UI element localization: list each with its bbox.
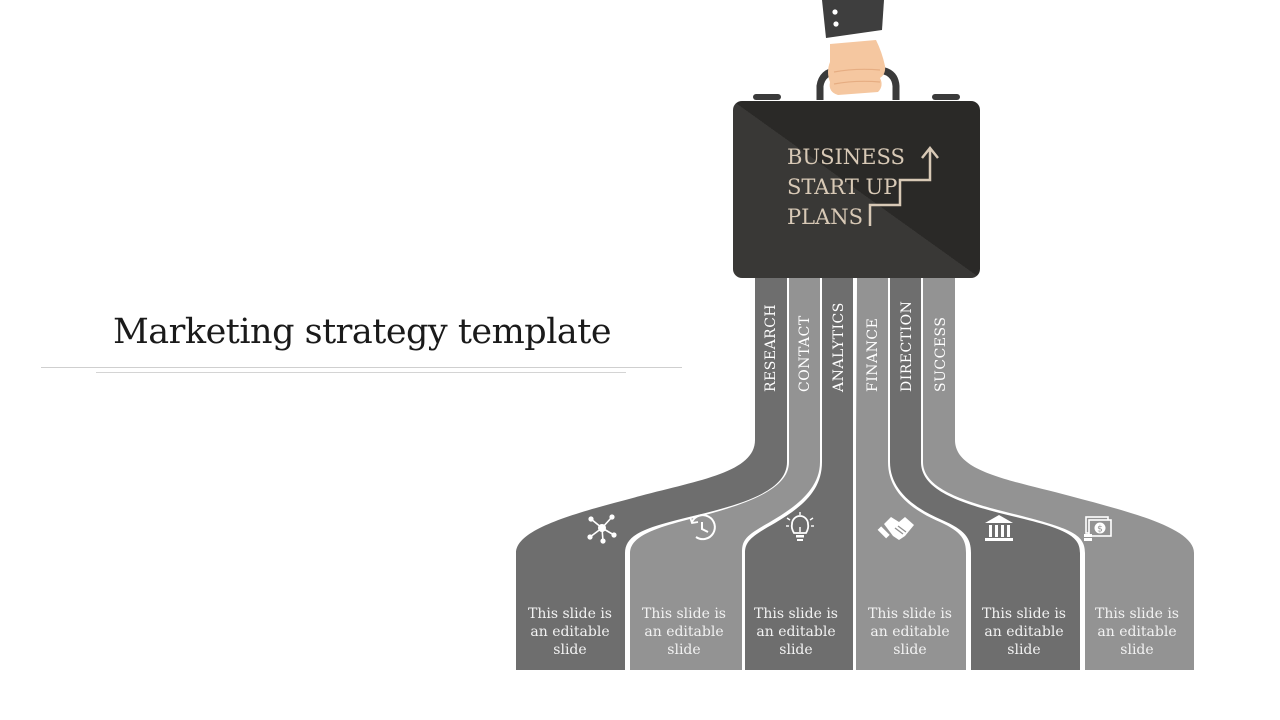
svg-text:$: $ [1097, 525, 1103, 535]
briefcase [733, 101, 980, 278]
stairs-arrow-icon [868, 145, 939, 226]
strip-label-finance: FINANCE [865, 318, 881, 392]
briefcase-line: PLANS [787, 205, 863, 229]
case-clasp-left [753, 94, 781, 100]
money-icon: $ [1084, 516, 1112, 541]
title-divider-secondary [96, 372, 626, 373]
hand [828, 40, 886, 95]
card-text-line: slide [553, 642, 586, 658]
strip-success [923, 270, 1194, 670]
card-text-line: This slide is [642, 606, 726, 622]
bank-icon [985, 515, 1013, 541]
briefcase-line: START UP [787, 175, 897, 199]
clock-icon [689, 514, 716, 541]
strip-analytics [745, 270, 853, 670]
card-text-line: an editable [1097, 624, 1176, 640]
slide-title: Marketing strategy template [112, 312, 612, 352]
sleeve-button [833, 21, 839, 27]
card-text-line: an editable [870, 624, 949, 640]
card-text-line: an editable [756, 624, 835, 640]
card-text-line: an editable [644, 624, 723, 640]
lightbulb-icon [786, 512, 814, 541]
title-divider [41, 367, 682, 368]
strip-label-success: SUCCESS [933, 317, 949, 392]
card-text-line: an editable [984, 624, 1063, 640]
card-text-line: slide [1120, 642, 1153, 658]
case-clasp-right [932, 94, 960, 100]
strip-direction [890, 270, 1080, 670]
handshake-icon [877, 517, 914, 540]
card-text-line: slide [667, 642, 700, 658]
card-text-line: This slide is [868, 606, 952, 622]
card-text-line: slide [779, 642, 812, 658]
card-text-line: slide [1007, 642, 1040, 658]
strip-label-direction: DIRECTION [899, 301, 915, 392]
strip-label-analytics: ANALYTICS [831, 302, 847, 393]
strip-finance [856, 270, 966, 670]
network-icon [587, 514, 617, 544]
card-text-line: This slide is [754, 606, 838, 622]
briefcase-line: BUSINESS [787, 145, 905, 169]
sleeve-button [832, 9, 838, 15]
strip-contact [630, 270, 820, 670]
card-text-line: This slide is [1095, 606, 1179, 622]
hand-knuckle-line [833, 80, 881, 85]
strip-label-contact: CONTACT [797, 315, 813, 392]
card-text-line: This slide is [528, 606, 612, 622]
card-text-line: an editable [530, 624, 609, 640]
sleeve [822, 0, 884, 38]
strip-label-research: RESEARCH [763, 304, 779, 392]
card-text-line: This slide is [982, 606, 1066, 622]
hand-knuckle-line [833, 68, 881, 73]
card-text-line: slide [893, 642, 926, 658]
strip-research [516, 270, 787, 670]
